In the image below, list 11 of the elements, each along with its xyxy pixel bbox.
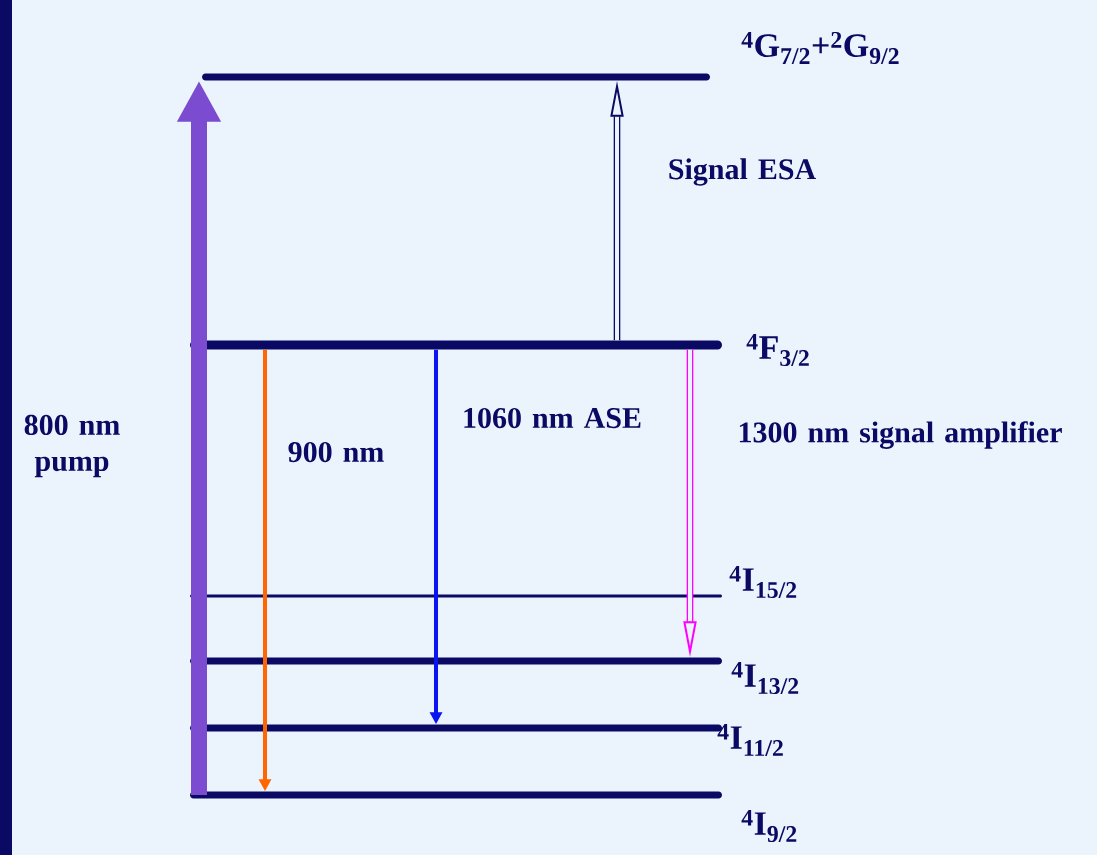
edge-label: 800 nm pump (24, 414, 120, 478)
level-label: $^{4}$G$_{7/2}$+$^{2}$G$_{9/2}$ (741, 31, 899, 65)
level-label: $^{4}$I$_{11/2}$ (717, 723, 783, 757)
level-label: $^{4}$F$_{3/2}$ (746, 333, 809, 367)
edge-label: 1060 nm ASE (464, 407, 641, 429)
level-label: $^{4}$I$_{9/2}$ (741, 809, 797, 843)
level-label: $^{4}$I$_{13/2}$ (731, 661, 799, 695)
edge-label: 900 nm (288, 441, 384, 463)
edge-label: 1300 nm signal amplifier (739, 421, 1062, 449)
level-label: $^{4}$I$_{15/2}$ (729, 565, 797, 599)
edge-label: Signal ESA (669, 158, 816, 186)
